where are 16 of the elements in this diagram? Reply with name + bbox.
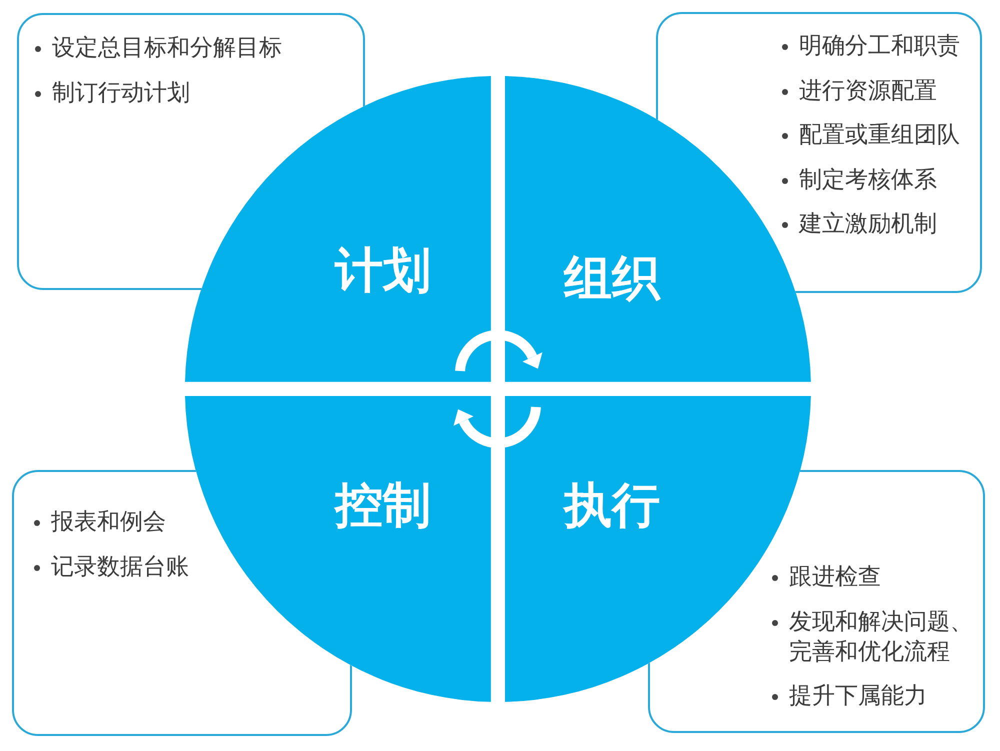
list-item: 提升下属能力	[772, 681, 927, 711]
list-item: 设定总目标和分解目标	[35, 33, 282, 63]
list-item: 记录数据台账	[34, 552, 189, 582]
list-item: 制订行动计划	[35, 78, 190, 108]
list-item: 报表和例会	[34, 507, 166, 537]
list-item: 明确分工和职责	[782, 31, 960, 61]
list-item: 建立激励机制	[782, 209, 937, 239]
list-item: 跟进检查	[772, 562, 881, 592]
quadrant-label: 控制	[334, 480, 431, 532]
list-item: 进行资源配置	[782, 76, 937, 106]
quadrant-label: 执行	[564, 480, 660, 532]
quadrant-label: 计划	[334, 244, 431, 298]
list-item: 配置或重组团队	[782, 120, 960, 150]
list-item: 发现和解决问题、完善和优化流程	[772, 606, 983, 666]
list-item: 制定考核体系	[782, 164, 937, 194]
quadrant-label: 组织	[564, 252, 660, 306]
